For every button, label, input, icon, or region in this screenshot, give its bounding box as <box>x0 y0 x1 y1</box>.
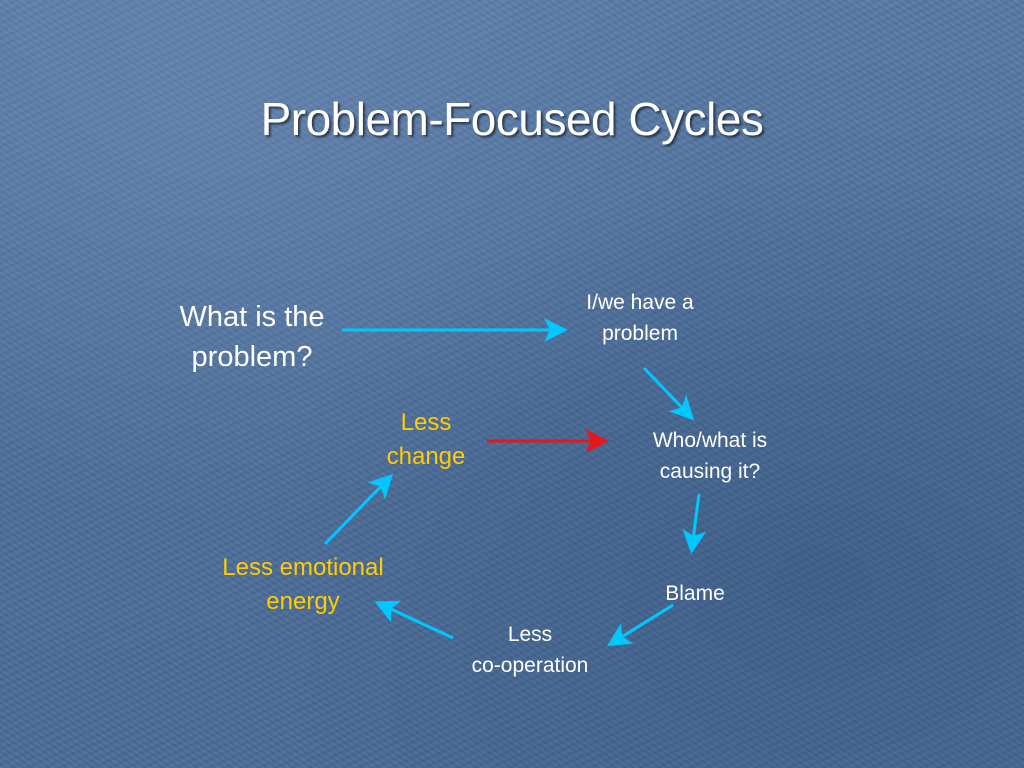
node-less-change-line1: Less <box>400 409 452 436</box>
arrow-blame-to-less-cooperation <box>606 603 674 647</box>
arrow-have-problem-to-who <box>642 366 695 421</box>
node-blame: Blame <box>665 582 725 605</box>
node-what-is-the-problem-line1: What is the <box>179 301 325 333</box>
node-i-we-have-a-problem-line1: I/we have a <box>586 291 694 314</box>
node-less-emotional-energy-line2: energy <box>266 588 340 615</box>
arrow-who-to-blame <box>682 493 707 554</box>
node-who-what-is-causing-it-line1: Who/what is <box>652 429 768 452</box>
node-what-is-the-problem-line2: problem? <box>191 341 313 373</box>
arrow-less-energy-to-less-change <box>323 473 394 546</box>
node-who-what-is-causing-it: Who/what is causing it? <box>620 425 800 487</box>
node-less-cooperation: Less co-operation <box>440 619 620 681</box>
slide-title: Problem-Focused Cycles <box>260 93 764 145</box>
node-less-emotional-energy: Less emotional energy <box>190 551 416 619</box>
node-less-cooperation-line2: co-operation <box>471 654 589 677</box>
node-less-emotional-energy-line1: Less emotional <box>222 554 384 581</box>
node-what-is-the-problem: What is the problem? <box>140 297 364 377</box>
node-who-what-is-causing-it-line2: causing it? <box>659 460 761 483</box>
node-i-we-have-a-problem: I/we have a problem <box>550 287 730 349</box>
arrow-less-cooperation-to-less-energy <box>374 600 454 640</box>
node-i-we-have-a-problem-line2: problem <box>602 322 678 345</box>
node-less-change: Less change <box>356 406 496 474</box>
node-less-change-line2: change <box>386 443 466 470</box>
node-less-cooperation-line1: Less <box>507 623 553 646</box>
